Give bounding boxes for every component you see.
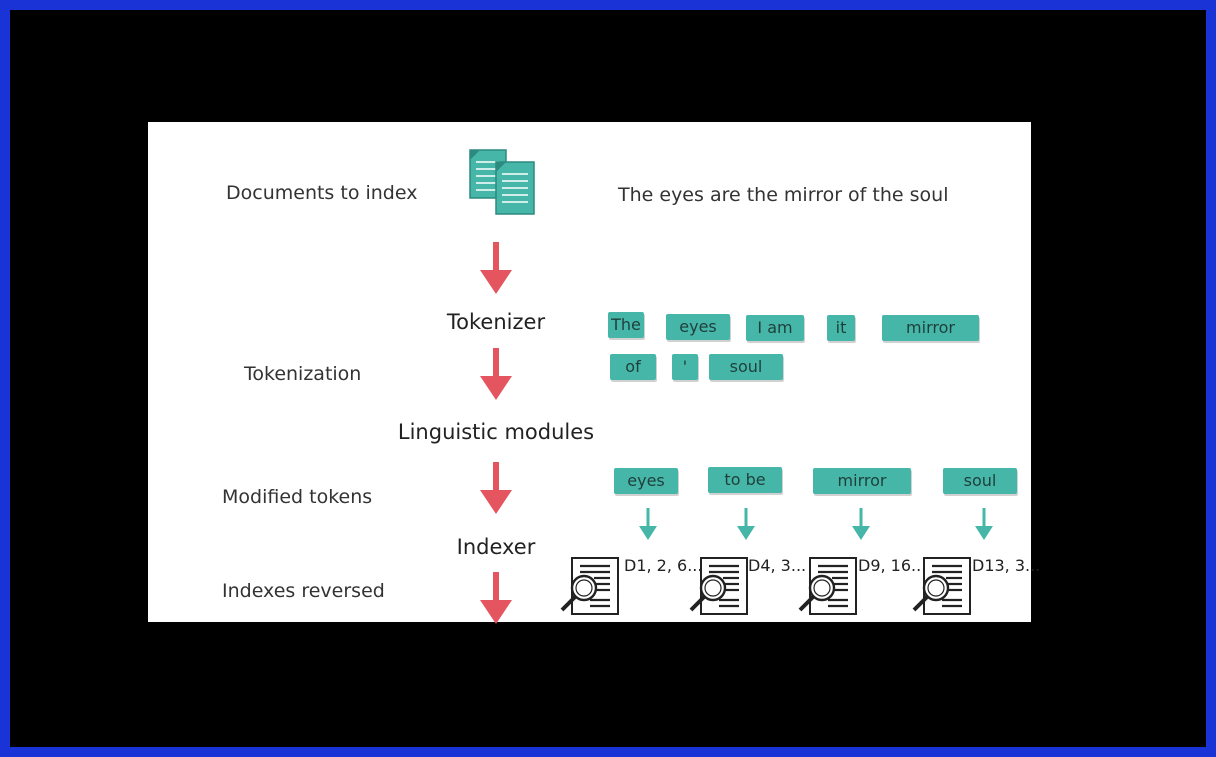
token-chip: soul: [709, 354, 783, 380]
token-chip: it: [827, 315, 855, 341]
stage-tokenizer: Tokenizer: [446, 310, 546, 334]
modified-token-chip: eyes: [614, 468, 678, 494]
background-frame: Documents to index Tokenization Modified…: [10, 10, 1206, 747]
arrow-down-icon: [737, 508, 755, 540]
diagram-panel: Documents to index Tokenization Modified…: [148, 122, 1040, 624]
label-indexes-reversed: Indexes reversed: [222, 580, 385, 602]
token-chip: eyes: [666, 314, 730, 340]
posting-list: D4, 3...: [748, 556, 807, 575]
search-document-icon: [912, 557, 971, 615]
token-chip: ': [672, 354, 698, 380]
token-chip: I am: [746, 315, 804, 341]
label-tokenization: Tokenization: [244, 363, 362, 385]
token-chip: mirror: [882, 315, 979, 341]
search-document-icon: [560, 557, 619, 615]
label-modified-tokens: Modified tokens: [222, 486, 373, 508]
modified-token-chip: soul: [943, 468, 1017, 494]
arrow-down-icon: [852, 508, 870, 540]
arrow-down-icon: [639, 508, 657, 540]
source-sentence: The eyes are the mirror of the soul: [618, 184, 949, 206]
search-document-icon: [798, 557, 857, 615]
documents-icon: [469, 149, 535, 215]
modified-token-chip: mirror: [813, 468, 911, 494]
arrow-down-icon: [480, 242, 512, 294]
arrow-down-icon: [480, 462, 512, 514]
modified-token-chip: to be: [708, 467, 782, 493]
stage-indexer: Indexer: [456, 535, 536, 559]
search-document-icon: [689, 557, 748, 615]
token-chip: of: [610, 354, 656, 380]
posting-list: D1, 2, 6...: [624, 556, 703, 575]
label-documents-to-index: Documents to index: [226, 182, 418, 204]
posting-list: D9, 16...: [858, 556, 927, 575]
arrow-down-icon: [480, 572, 512, 624]
posting-list: D13, 3...: [972, 556, 1041, 575]
arrow-down-icon: [975, 508, 993, 540]
token-chip: The: [608, 312, 644, 338]
arrow-down-icon: [480, 348, 512, 400]
stage-linguistic-modules: Linguistic modules: [397, 420, 595, 444]
